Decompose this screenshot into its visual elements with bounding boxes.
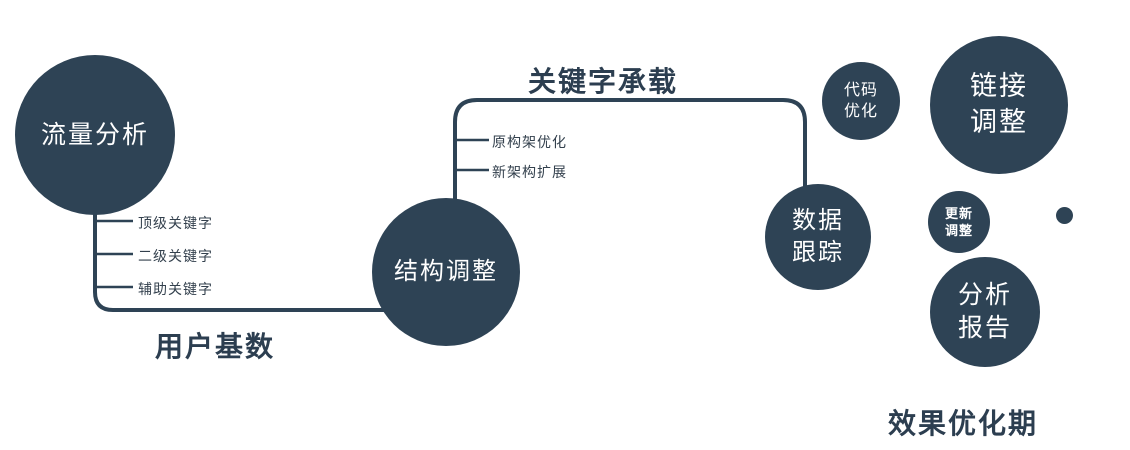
node-label-line1: 链接 bbox=[970, 71, 1028, 102]
node-label: 结构调整 bbox=[394, 258, 498, 286]
branch-label-aux-keyword: 辅助关键字 bbox=[138, 281, 213, 297]
node-code-optimization: 代码 优化 bbox=[822, 62, 900, 140]
branch-label-second-keyword: 二级关键字 bbox=[138, 248, 213, 264]
node-label-line1: 分析 bbox=[957, 281, 1012, 309]
node-label-line1: 更新 bbox=[944, 205, 973, 221]
connector-traffic-to-structure bbox=[93, 185, 438, 312]
caption-effect-optimization: 效果优化期 bbox=[888, 408, 1039, 439]
node-label-line2: 调整 bbox=[970, 107, 1028, 137]
node-label-line1: 代码 bbox=[843, 81, 878, 99]
branch-label-arch-expand: 新架构扩展 bbox=[492, 164, 567, 180]
node-label-line1: 数据 bbox=[792, 207, 844, 235]
node-traffic-analysis: 流量分析 bbox=[15, 55, 175, 215]
node-data-tracking: 数据 跟踪 bbox=[765, 184, 871, 290]
node-link-adjustment: 链接 调整 bbox=[930, 36, 1068, 174]
node-label-line2: 跟踪 bbox=[792, 239, 844, 266]
node-update-adjustment: 更新 调整 bbox=[928, 191, 990, 253]
node-label: 流量分析 bbox=[40, 120, 149, 149]
node-label-line2: 报告 bbox=[957, 314, 1012, 342]
connector-structure-to-tracking bbox=[453, 98, 807, 208]
node-analysis-report: 分析 报告 bbox=[930, 257, 1040, 367]
edge-label-keyword-bearing: 关键字承载 bbox=[528, 66, 679, 97]
dot-marker bbox=[1056, 207, 1073, 224]
node-structure-adjust: 结构调整 bbox=[372, 198, 520, 346]
edge-label-user-base: 用户基数 bbox=[155, 331, 276, 362]
branch-label-arch-optimize: 原构架优化 bbox=[492, 134, 567, 150]
node-label-line2: 调整 bbox=[944, 223, 973, 238]
node-label-line2: 优化 bbox=[843, 103, 878, 120]
branch-label-top-keyword: 顶级关键字 bbox=[138, 215, 213, 231]
